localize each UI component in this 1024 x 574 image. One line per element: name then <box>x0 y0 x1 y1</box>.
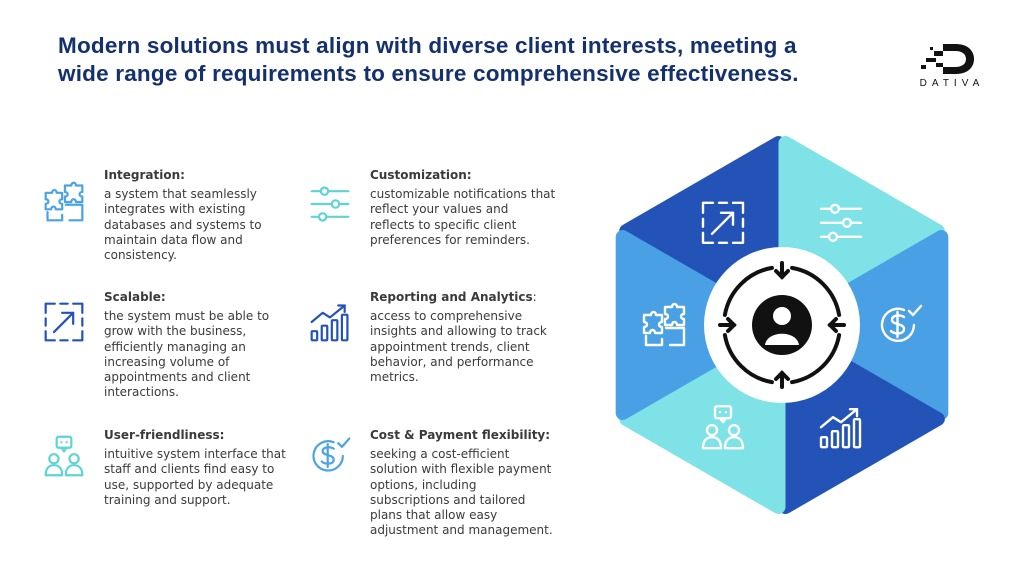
dollar-check-icon <box>880 304 923 342</box>
body-line: training and support. <box>104 492 231 507</box>
feature-body: the system must be able to grow with the… <box>104 309 294 401</box>
person-cycle-icon <box>718 261 846 389</box>
body-line: preferences for reminders. <box>370 232 530 247</box>
segment-icon-group <box>880 304 923 342</box>
users-chat-icon <box>701 404 745 450</box>
body-line: seeking a cost-efficient <box>370 447 510 461</box>
feature-heading: Reporting and Analytics: <box>370 290 570 305</box>
title-line-1: Modern solutions must align with diverse… <box>58 33 797 58</box>
page-title: Modern solutions must align with diverse… <box>58 32 888 88</box>
body-line: reflects to specific client <box>370 217 517 232</box>
bar-chart-icon <box>310 304 349 342</box>
feature-heading: Cost & Payment flexibility: <box>370 428 551 442</box>
hexagon-segment <box>615 230 782 420</box>
dollar-check-icon <box>312 437 351 472</box>
segment-icon-group <box>701 201 745 245</box>
dativa-d-logo-icon <box>921 44 974 74</box>
body-line: subscriptions and tailored <box>370 492 526 507</box>
body-line: metrics. <box>370 370 419 385</box>
sliders-icon <box>310 186 350 222</box>
body-line: the system must be able to <box>104 309 270 323</box>
feature-body: customizable notifications that reflect … <box>370 187 570 248</box>
body-line: intuitive system interface that <box>104 447 286 461</box>
expand-arrow-icon <box>701 201 745 245</box>
feature-body: a system that seamlessly integrates with… <box>104 187 294 263</box>
body-line: consistency. <box>104 248 177 263</box>
body-line: a system that seamlessly <box>104 187 257 201</box>
feature-body: seeking a cost-efficient solution with f… <box>370 447 570 539</box>
dativa-logo: DATIVA <box>912 38 992 92</box>
feature-heading: Scalable: <box>104 290 166 304</box>
body-line: customizable notifications that <box>370 187 556 201</box>
bar-chart-icon <box>308 300 356 348</box>
expand-arrow-icon <box>42 300 90 348</box>
puzzle-icon <box>642 302 686 347</box>
body-line: integrates with existing <box>104 202 246 217</box>
body-line: adjustment and management. <box>370 523 553 538</box>
body-line: databases and systems to <box>104 217 262 232</box>
body-line: grow with the business, <box>104 324 247 339</box>
users-chat-icon <box>42 434 90 482</box>
feature-heading: Integration: <box>104 168 185 182</box>
sliders-icon <box>308 182 356 230</box>
puzzle-icon <box>42 180 90 228</box>
feature-body: access to comprehensive insights and all… <box>370 309 570 385</box>
body-line: use, supported by adequate <box>104 477 274 492</box>
body-line: plans that allow easy <box>370 508 498 523</box>
segment-icon-group <box>819 203 863 243</box>
body-line: behavior, and performance <box>370 354 534 369</box>
feature-body: intuitive system interface that staff an… <box>104 447 294 508</box>
body-line: access to comprehensive <box>370 309 523 323</box>
hexagon-diagram <box>615 136 949 514</box>
dollar-check-icon <box>308 434 356 482</box>
feature-heading: Customization: <box>370 168 472 182</box>
body-line: options, including <box>370 477 477 492</box>
logo-wordmark: DATIVA <box>919 78 985 89</box>
expand-arrow-icon <box>44 302 84 342</box>
body-line: appointment trends, client <box>370 339 530 354</box>
heading-suffix: : <box>532 290 537 304</box>
users-chat-icon <box>44 435 84 477</box>
segment-icon-group <box>701 404 745 450</box>
bar-chart-icon <box>819 407 862 449</box>
puzzle-icon <box>44 181 84 222</box>
body-line: insights and allowing to track <box>370 324 547 339</box>
body-line: increasing volume of <box>104 354 230 369</box>
body-line: maintain data flow and <box>104 232 243 247</box>
segment-icon-group <box>642 302 686 347</box>
body-line: reflect your values and <box>370 202 509 217</box>
feature-heading: User-friendliness: <box>104 428 225 442</box>
body-line: efficiently managing an <box>104 339 246 354</box>
body-line: appointments and client <box>104 370 251 385</box>
heading-text: Reporting and Analytics <box>370 290 533 304</box>
sliders-icon <box>819 203 863 243</box>
body-line: interactions. <box>104 385 179 400</box>
body-line: solution with flexible payment <box>370 462 552 477</box>
body-line: staff and clients find easy to <box>104 462 275 477</box>
title-line-2: wide range of requirements to ensure com… <box>58 61 799 86</box>
segment-icon-group <box>819 407 862 449</box>
